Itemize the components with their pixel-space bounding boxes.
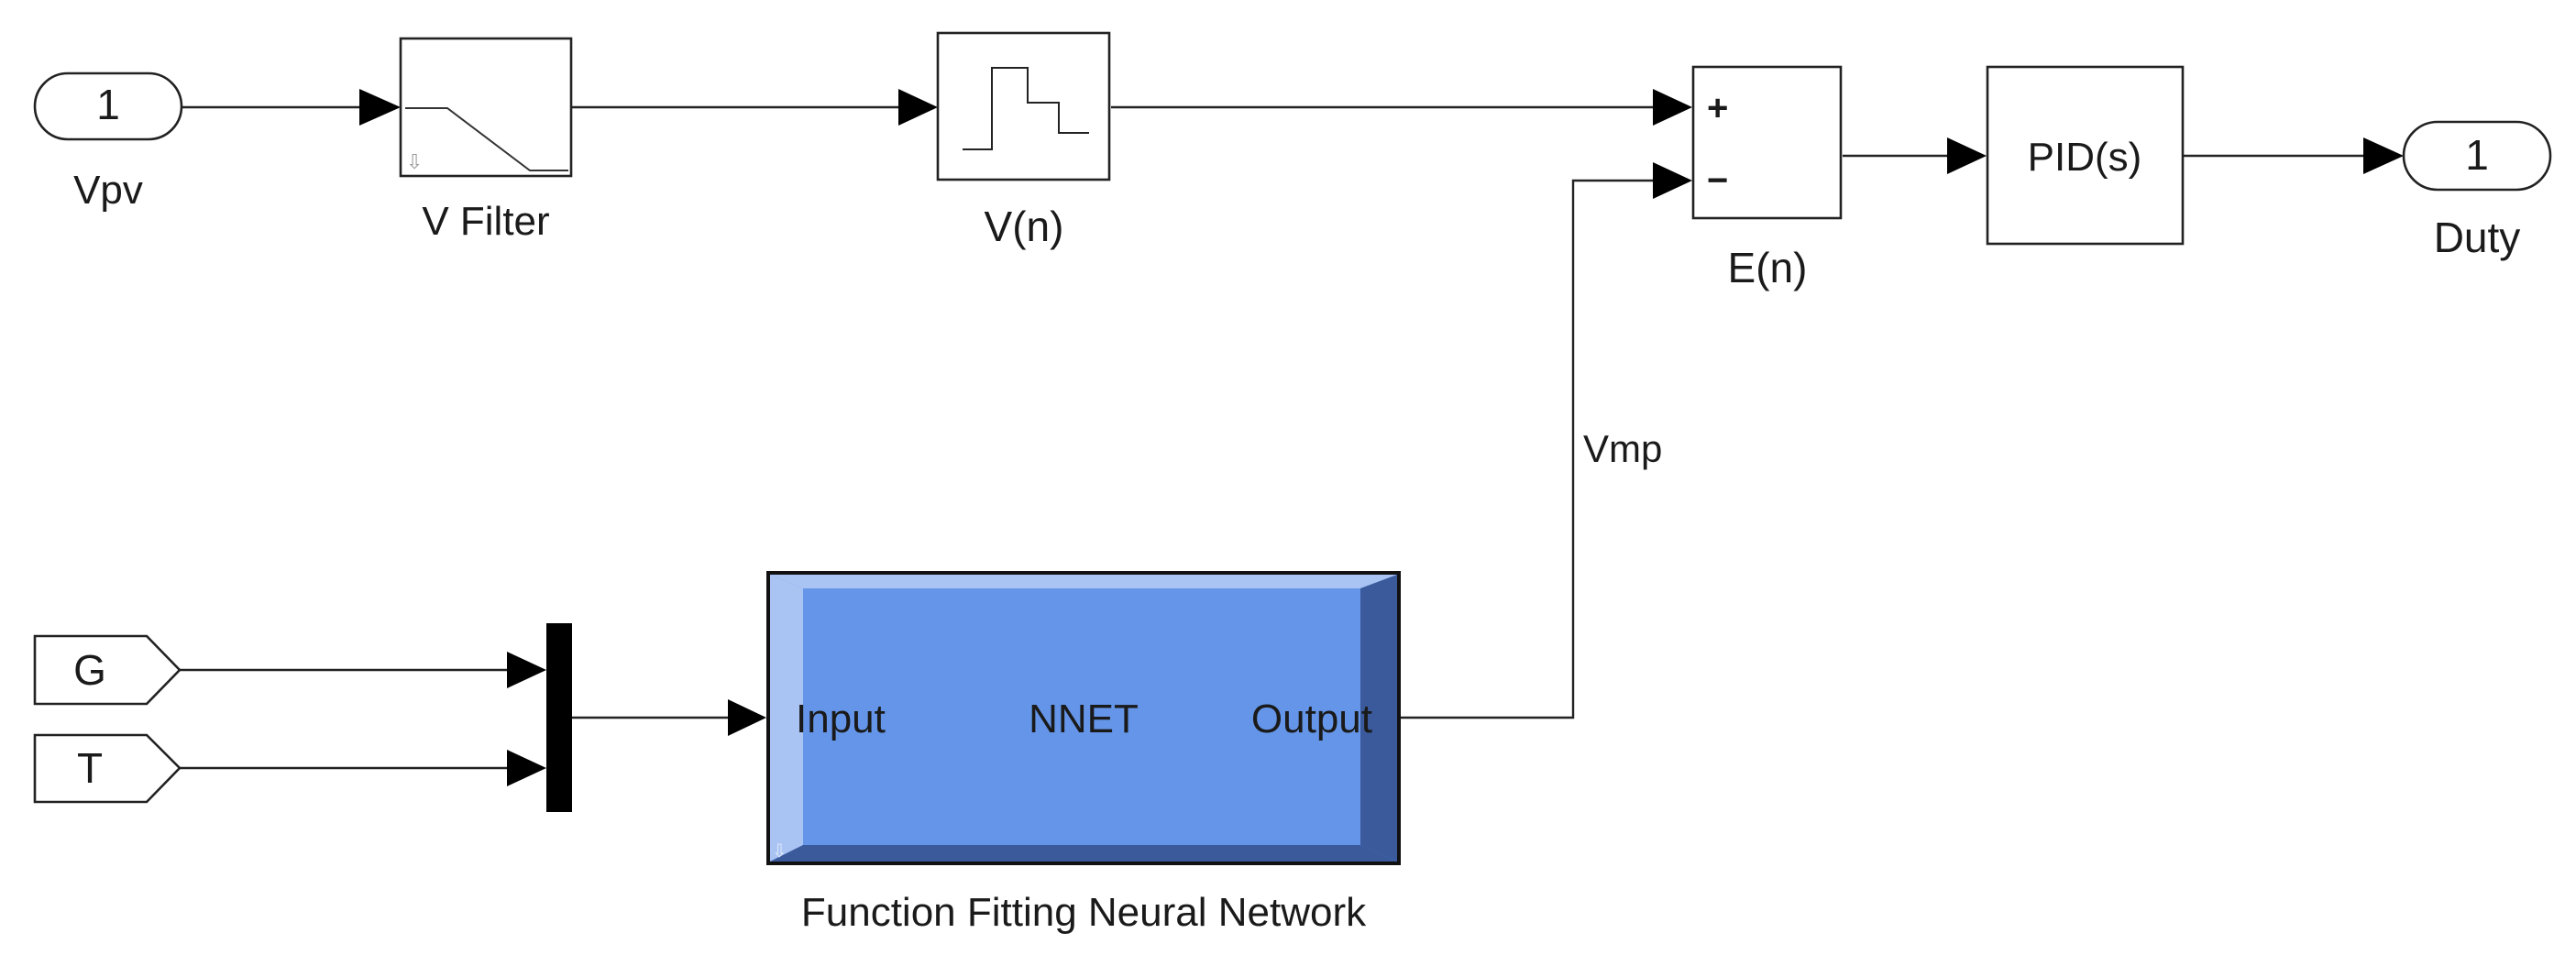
arrowhead-sum-plus-in [1653,89,1692,126]
from-tag-g-shape[interactable] [33,634,182,706]
nnet-block[interactable]: ⇩ Input NNET Output Function Fitting Neu… [766,571,1401,935]
nnet-block-label: Function Fitting Neural Network [801,890,1367,935]
from-tag-t-shape[interactable] [33,733,182,804]
pid-block-text: PID(s) [2028,135,2142,180]
signal-label-vmp: Vmp [1583,427,1662,470]
outport-shape[interactable] [2402,120,2552,192]
from-tag-t[interactable]: T [33,733,182,804]
sum-minus-sign: − [1707,160,1728,201]
lowpass-filter-icon: ⇩ [405,107,568,174]
sum-plus-sign: + [1707,88,1728,128]
nnet-mask-icon: ⇩ [772,840,787,862]
nnet-bevel-top [770,575,1397,588]
inport-shape[interactable] [33,71,183,141]
nnet-block-body[interactable] [766,571,1401,865]
nnet-bevel-bottom [770,845,1397,862]
hold-block-label: V(n) [985,203,1064,250]
arrowhead-filter-in [359,89,401,126]
arrowheads [359,89,2404,786]
sum-block-body[interactable] [1691,65,1843,220]
outport-label: Duty [2434,214,2521,261]
arrowhead-duty-in [2363,137,2404,174]
arrowhead-mux-t-in [507,750,546,786]
arrowhead-mux-g-in [507,652,546,688]
filter-block-label: V Filter [422,199,549,244]
inport-label: Vpv [73,168,143,213]
inport-vpv[interactable]: 1 Vpv [33,71,183,213]
hold-block[interactable]: V(n) [936,31,1111,250]
arrowhead-sum-minus-in [1653,162,1692,199]
nnet-center-text: NNET [1029,697,1139,741]
arrowhead-nnet-in [728,699,766,736]
svg-text:⇩: ⇩ [406,151,423,174]
signal-wires [180,105,2372,770]
mux-block[interactable] [546,623,572,812]
inport-number: 1 [96,81,120,128]
staircase-hold-icon [963,67,1089,150]
from-tag-g[interactable]: G [33,634,182,706]
outport-number: 1 [2465,131,2489,179]
nnet-output-port-label: Output [1251,697,1372,741]
outport-duty[interactable]: 1 Duty [2402,120,2552,261]
from-tag-g-text: G [73,646,106,694]
hold-block-body[interactable] [936,31,1111,181]
filter-block[interactable]: ⇩ V Filter [399,37,573,244]
sum-block[interactable]: + − E(n) [1691,65,1843,291]
nnet-bevel-left [770,575,803,862]
nnet-bevel-right [1360,575,1397,862]
nnet-input-port-label: Input [796,697,886,741]
from-tag-t-text: T [77,744,103,792]
arrowhead-pid-in [1947,137,1987,174]
pid-block[interactable]: PID(s) [1986,65,2185,246]
arrowhead-hold-in [898,89,938,126]
pid-block-body[interactable] [1986,65,2185,246]
wire-vmp[interactable] [1401,179,1670,719]
sum-block-label: E(n) [1728,244,1808,291]
